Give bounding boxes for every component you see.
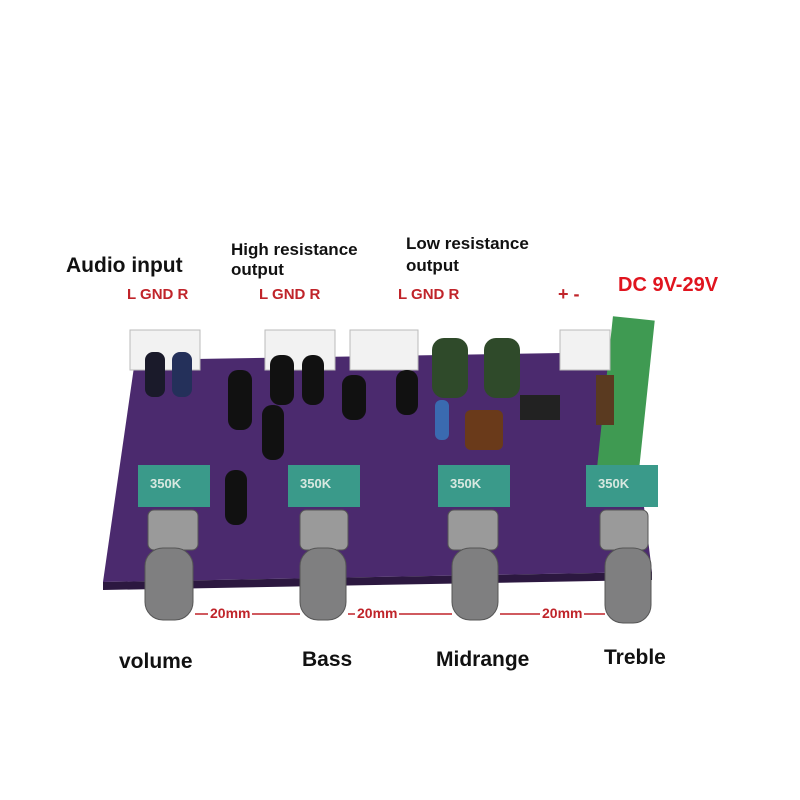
- knob-shafts: [144, 509, 652, 624]
- low-res-label-1: Low resistance: [406, 234, 529, 253]
- knob-label-midrange: Midrange: [436, 648, 530, 671]
- potentiometers: [138, 465, 658, 507]
- spacing-2: 20mm: [355, 605, 400, 621]
- pot-volume: [138, 465, 210, 507]
- spacing-1: 20mm: [208, 605, 253, 621]
- power-module: [597, 316, 655, 470]
- pot-treble: [586, 465, 658, 507]
- high-res-label-1: High resistance: [231, 240, 358, 259]
- low-res-label-2: output: [406, 256, 459, 275]
- pot-value-bass: 350K: [300, 476, 332, 491]
- pot-bass: [288, 465, 360, 507]
- pot-midrange: [438, 465, 510, 507]
- audio-input-label: Audio input: [66, 254, 183, 277]
- knob-label-bass: Bass: [302, 648, 353, 671]
- knob-label-treble: Treble: [604, 646, 666, 669]
- capacitors: [145, 338, 560, 525]
- power-polarity: + -: [558, 284, 580, 304]
- pot-value-volume: 350K: [150, 476, 182, 491]
- pins-input: L GND R: [127, 286, 189, 303]
- connector-power: [559, 329, 611, 371]
- spacing-3: 20mm: [540, 605, 585, 621]
- knob-label-volume: volume: [119, 650, 193, 673]
- pot-value-midrange: 350K: [450, 476, 482, 491]
- power-spec: DC 9V-29V: [618, 274, 719, 296]
- connector-low: [349, 329, 419, 371]
- high-res-label-2: output: [231, 260, 284, 279]
- pot-value-treble: 350K: [598, 476, 630, 491]
- pins-low: L GND R: [398, 286, 460, 303]
- connectors: [129, 329, 611, 371]
- pins-high: L GND R: [259, 286, 321, 303]
